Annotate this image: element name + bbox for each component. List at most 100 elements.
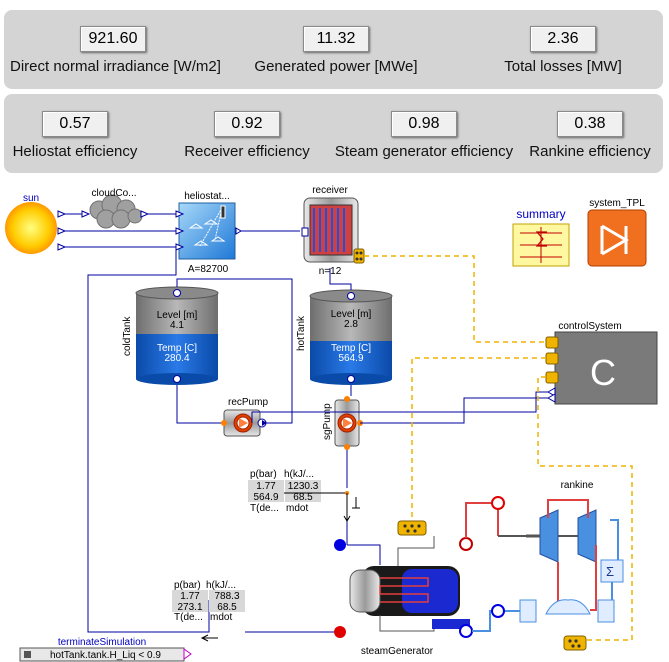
sun-links [65, 213, 176, 248]
system-block[interactable] [587, 209, 647, 267]
sensor2-f-t: T(de... [174, 612, 203, 623]
receiver[interactable] [301, 197, 365, 264]
sun-outputs [57, 210, 67, 251]
receiver-eff-value: 0.92 [214, 111, 280, 137]
hot-tank[interactable] [309, 289, 393, 385]
terminate-block[interactable]: hotTank.tank.H_Liq < 0.9 [19, 647, 192, 662]
hot-level-value: 2.8 [344, 319, 358, 330]
sg-eff-value: 0.98 [391, 111, 457, 137]
sensor2-m: 68.5 [217, 602, 237, 613]
losses-label: Total losses [MW] [504, 58, 622, 75]
cloud-label: cloudCo... [91, 188, 136, 199]
kpi-heliostat-eff: 0.57 Heliostat efficiency [10, 111, 140, 160]
sensor2-h-p: p(bar) [174, 580, 201, 591]
rankine-signal-port [563, 635, 587, 651]
cloud-cover[interactable] [81, 194, 150, 229]
heliostat-area: A=82700 [188, 264, 229, 275]
power-value: 11.32 [303, 26, 369, 52]
hot-tank-fluid [310, 341, 392, 379]
dni-label: Direct normal irradiance [W/m2] [10, 58, 221, 75]
sg-pump-label: sgPump [322, 403, 333, 440]
heliostat-label: heliostat... [184, 191, 230, 202]
control-letter: C [590, 352, 616, 393]
summary-block[interactable] [512, 223, 570, 267]
kpi-dni: 921.60 Direct normal irradiance [W/m2] [10, 26, 221, 75]
hot-level-label: Level [m] [331, 309, 372, 320]
sensor2-h-h: h(kJ/... [206, 580, 236, 591]
control-label: controlSystem [558, 321, 621, 332]
sun[interactable] [5, 202, 57, 254]
losses-value: 2.36 [530, 26, 596, 52]
system-label: system_TPL [589, 198, 645, 209]
sensor-cold: p(bar) h(kJ/... 1.77 788.3 273.1 68.5 T(… [172, 580, 340, 642]
heliostat-mirrors-icon [188, 205, 226, 247]
receiver-tubes-icon [313, 208, 345, 252]
summary-sigma-icon [520, 227, 562, 263]
rec-pump-icon [239, 418, 248, 428]
sensor2-p: 1.77 [180, 591, 200, 602]
sg-signal-port [397, 520, 427, 536]
kpi-receiver-eff: 0.92 Receiver efficiency [178, 111, 316, 160]
control-system[interactable]: C [545, 331, 658, 405]
signal-buses [364, 255, 633, 641]
cloud-icon [89, 194, 143, 229]
steam-generator[interactable] [334, 520, 473, 638]
terminate-label: terminateSimulation [58, 637, 146, 648]
sensor1-t: 564.9 [253, 492, 278, 503]
stop-icon [24, 651, 31, 658]
heliostat-field[interactable] [175, 202, 242, 260]
heliostat-eff-label: Heliostat efficiency [12, 143, 138, 160]
rankine-eff-value: 0.38 [557, 111, 623, 137]
sensor1-f-m: mdot [286, 503, 308, 514]
control-ports [545, 336, 559, 403]
fluid-pipes [87, 247, 352, 633]
sensor1-h: 1230.3 [288, 481, 319, 492]
kpi-panel-bottom [4, 94, 663, 173]
receiver-eff-label: Receiver efficiency [184, 143, 310, 160]
dni-value: 921.60 [79, 26, 147, 52]
sg-coil-icon [379, 577, 429, 603]
system-icon [600, 224, 629, 256]
sensor2-h: 788.3 [214, 591, 239, 602]
cold-tank[interactable] [135, 286, 219, 385]
summary-label: summary [516, 207, 565, 221]
sensor1-m: 68.5 [293, 492, 313, 503]
hot-temp-value: 564.9 [338, 353, 363, 364]
rec-pump-label: recPump [228, 397, 268, 408]
heliostat-eff-value: 0.57 [42, 111, 108, 137]
sensor1-f-t: T(de... [250, 503, 279, 514]
cold-tank-fluid [136, 334, 218, 379]
rankine-label: rankine [561, 480, 594, 491]
steam-gen-label: steamGenerator [361, 646, 434, 657]
kpi-sg-eff: 0.98 Steam generator efficiency [332, 111, 516, 160]
sun-label: sun [23, 193, 39, 204]
sg-eff-label: Steam generator efficiency [334, 143, 514, 160]
control-links [251, 391, 548, 424]
receiver-signal-port [353, 248, 365, 264]
terminate-condition: hotTank.tank.H_Liq < 0.9 [50, 650, 161, 661]
kpi-rankine-eff: 0.38 Rankine efficiency [528, 111, 652, 160]
rankine-sum-symbol: Σ [606, 564, 614, 579]
sensor2-f-m: mdot [210, 612, 232, 623]
hot-temp-label: Temp [C] [331, 343, 371, 354]
cold-temp-value: 280.4 [164, 353, 189, 364]
sensor1-h-p: p(bar) [250, 469, 277, 480]
cold-tank-name: coldTank [122, 316, 133, 356]
feedwater-heaters [519, 599, 615, 623]
sensor2-t: 273.1 [177, 602, 202, 613]
sensor1-p: 1.77 [256, 481, 276, 492]
rec-pump[interactable] [221, 409, 267, 437]
kpi-power: 11.32 Generated power [MWe] [246, 26, 426, 75]
power-label: Generated power [MWe] [254, 58, 418, 75]
rankine-eff-label: Rankine efficiency [529, 143, 651, 160]
cold-temp-label: Temp [C] [157, 343, 197, 354]
receiver-label: receiver [312, 185, 348, 196]
sensor-hot: p(bar) h(kJ/... 1.77 1230.3 564.9 68.5 T… [248, 469, 360, 522]
kpi-losses: 2.36 Total losses [MW] [498, 26, 628, 75]
rankine-cycle[interactable]: Σ [465, 496, 624, 651]
cold-level-value: 4.1 [170, 320, 184, 331]
cold-level-label: Level [m] [157, 310, 198, 321]
sg-pump-icon [343, 418, 352, 428]
sg-pump[interactable] [334, 396, 363, 450]
